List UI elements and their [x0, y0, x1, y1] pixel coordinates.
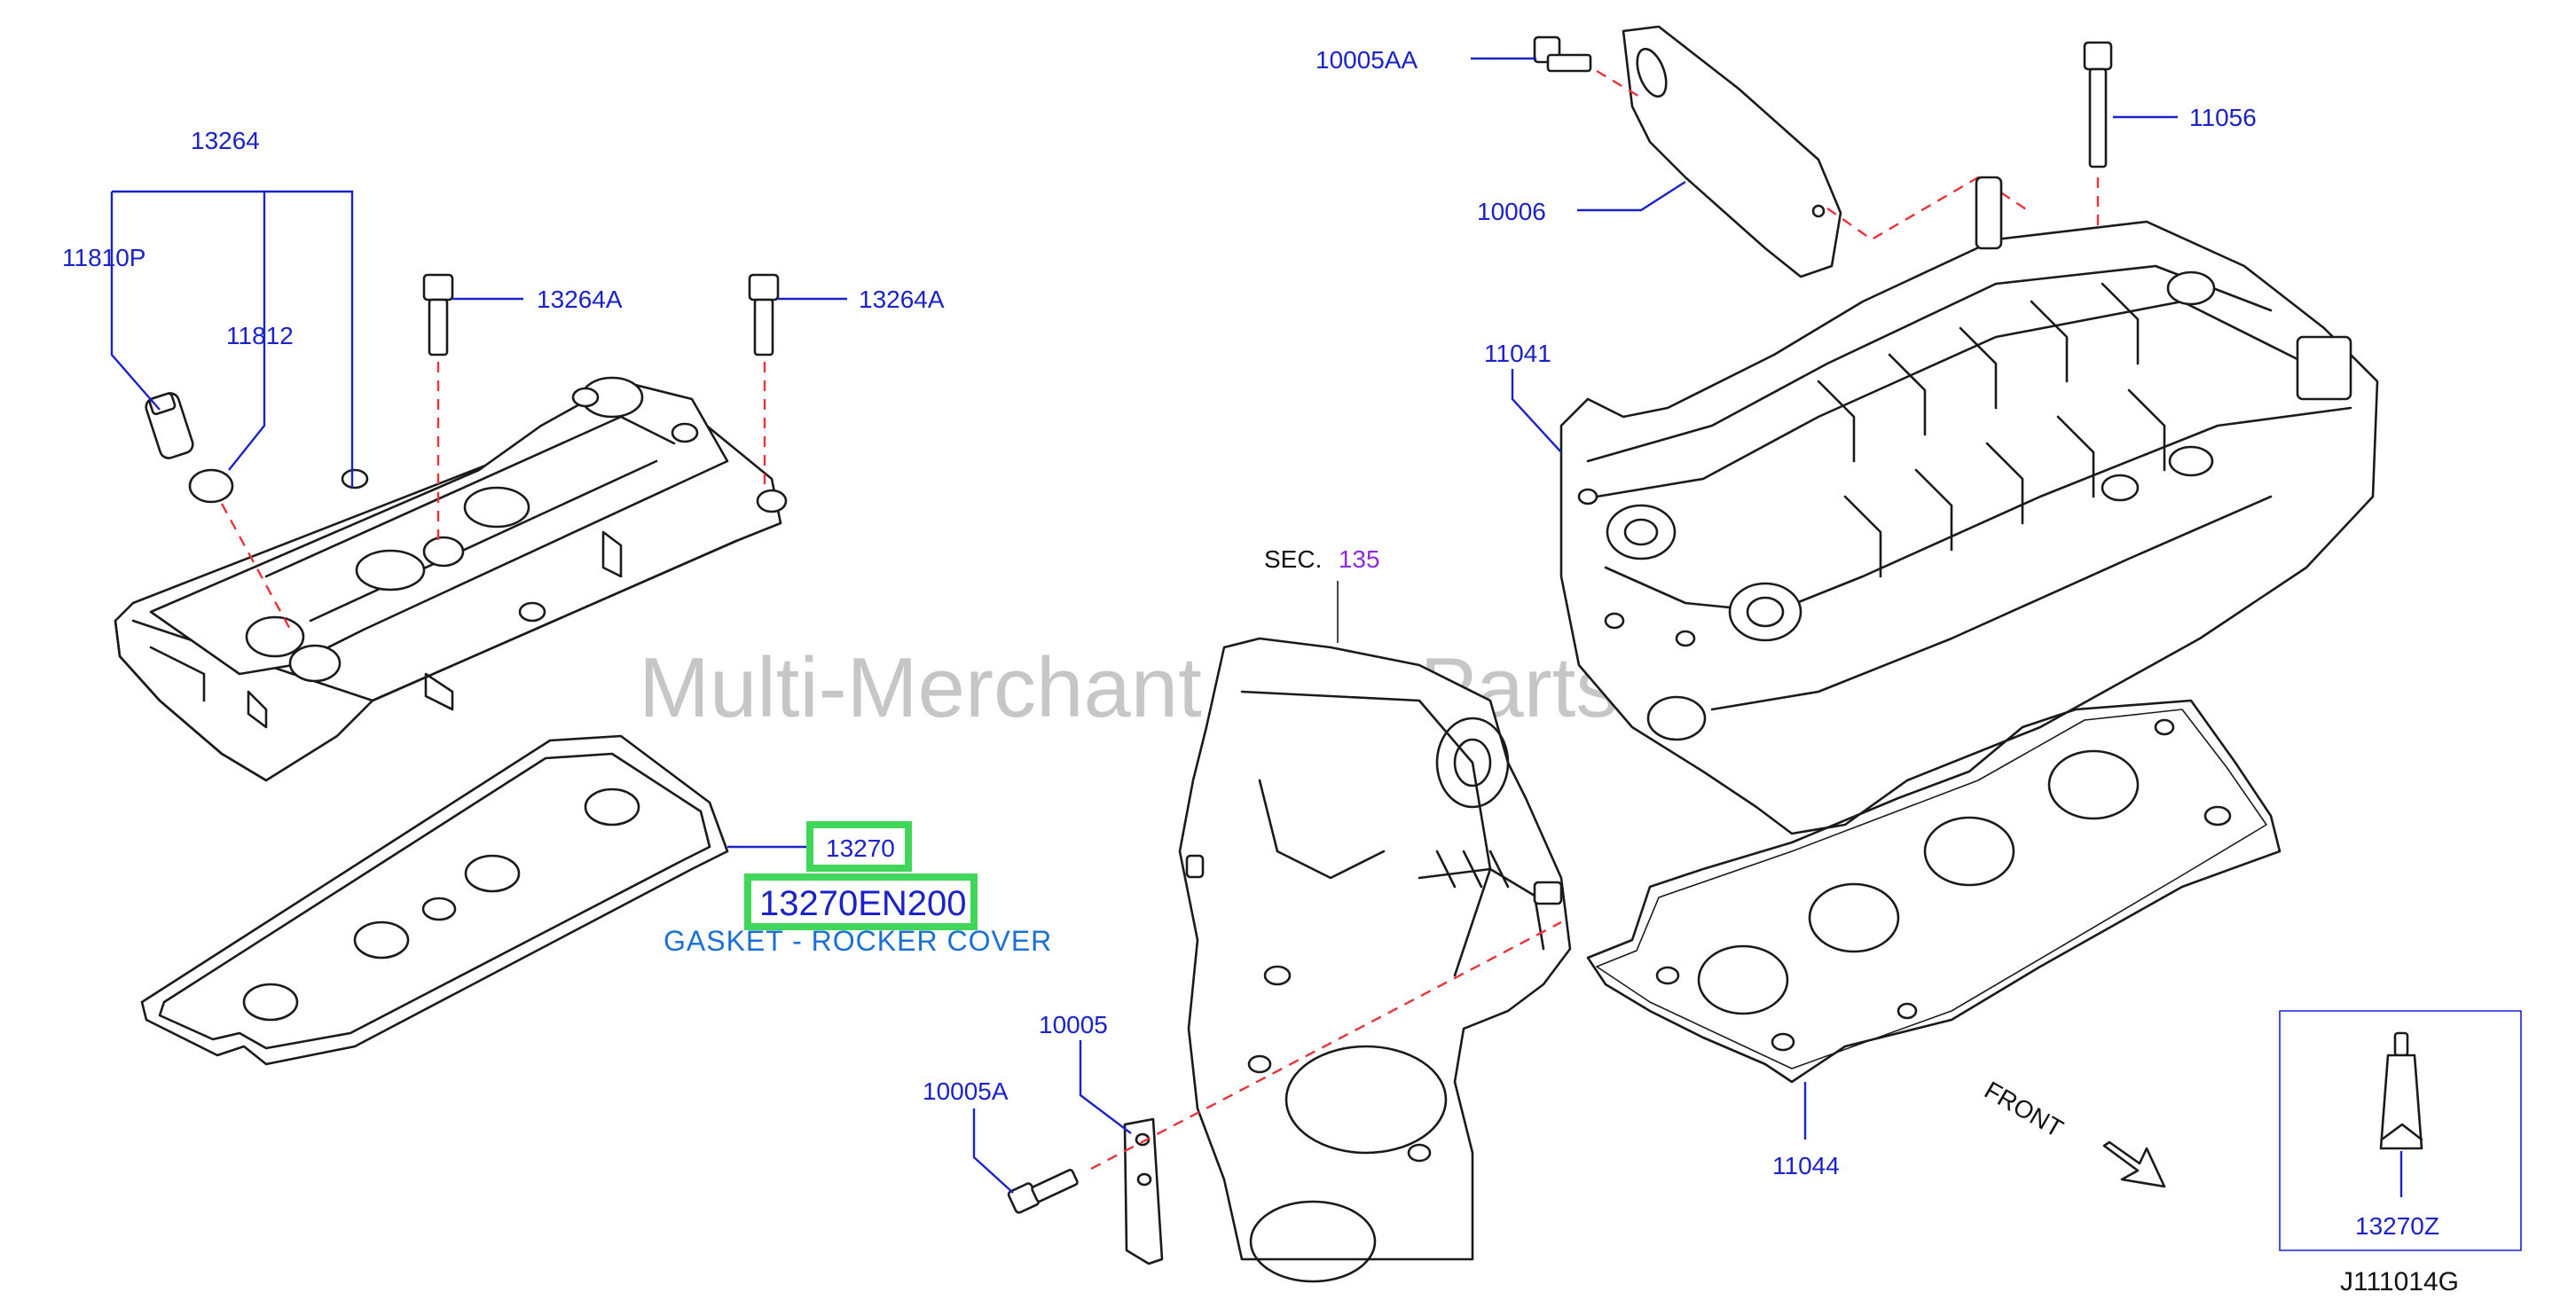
highlight-part-number: [744, 873, 978, 930]
rocker-cover-gasket-drawing: [140, 734, 729, 1066]
bolt-10005a-drawing: [1007, 1168, 1079, 1214]
label-11056: 11056: [2189, 104, 2257, 131]
part-number[interactable]: 13270EN200: [759, 884, 967, 923]
gasket-hole: [421, 897, 457, 921]
front-label: FRONT: [1980, 1076, 2068, 1142]
bracket-10006-drawing: [1622, 25, 1842, 278]
assembly-line: [1826, 176, 2032, 241]
label-10005aa: 10005AA: [1315, 46, 1418, 74]
assembly-line: [1596, 69, 1642, 99]
assembly-line: [1090, 920, 1562, 1171]
diagram-code: J111014G: [2340, 1267, 2459, 1296]
bracket-10005-drawing: [1123, 1117, 1164, 1265]
bolt-13264a-left-drawing: [422, 273, 454, 356]
pcv-valve-drawing: [145, 392, 194, 459]
inset-box: [2279, 1010, 2522, 1251]
bolt-13264a-right-drawing: [748, 273, 780, 356]
leader-10005: [1079, 1040, 1132, 1134]
label-11812: 11812: [226, 322, 294, 349]
bolt-11056-drawing: [2083, 41, 2113, 168]
gasket-hole: [353, 920, 410, 960]
label-10005: 10005: [1039, 1011, 1108, 1038]
section-prefix: SEC.: [1264, 545, 1322, 573]
timing-cover-drawing: [1178, 637, 1572, 1283]
leader-10006: [1577, 180, 1686, 212]
cylinder-head-drawing: [1559, 176, 2379, 835]
label-11810p: 11810P: [62, 244, 145, 271]
label-13264: 13264: [191, 127, 260, 154]
section-reference: SEC. 135: [1264, 545, 1380, 573]
label-13270[interactable]: 13270: [826, 834, 895, 862]
leader-10005a: [972, 1108, 1014, 1194]
leader-13264: [110, 190, 354, 488]
bolt-10005aa-drawing: [1533, 35, 1592, 73]
head-gasket-drawing: [1586, 699, 2281, 1084]
part-description: GASKET - ROCKER COVER: [664, 925, 1052, 957]
section-number[interactable]: 135: [1339, 545, 1380, 573]
label-13264a-right: 13264A: [859, 286, 945, 313]
front-arrow-icon: [2102, 1140, 2166, 1188]
label-10005a: 10005A: [923, 1077, 1009, 1105]
grommet-drawing: [188, 468, 234, 504]
label-11041: 11041: [1484, 340, 1551, 367]
gasket-hole: [584, 787, 640, 826]
gasket-hole: [242, 983, 299, 1022]
rocker-cover-drawing: [114, 376, 788, 782]
label-11044: 11044: [1772, 1152, 1840, 1179]
label-10006: 10006: [1477, 198, 1546, 225]
sealant-tube-drawing: [2379, 1031, 2423, 1150]
highlight-13270: [806, 821, 912, 872]
assembly-line: [220, 503, 295, 635]
label-13264a-left: 13264A: [537, 286, 623, 313]
label-13270z: 13270Z: [2355, 1212, 2439, 1240]
gasket-hole: [464, 854, 521, 893]
leader-11041: [1511, 369, 1562, 453]
